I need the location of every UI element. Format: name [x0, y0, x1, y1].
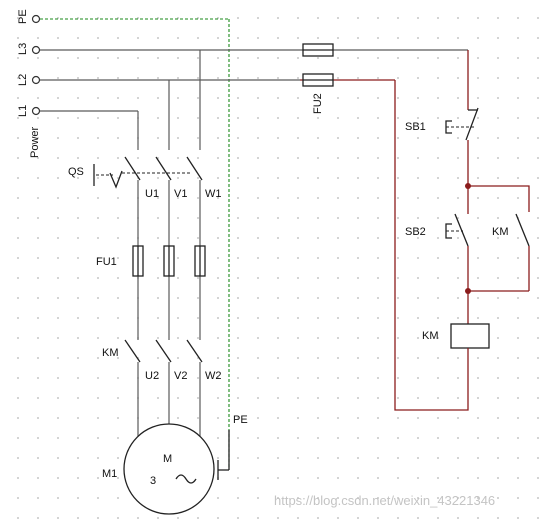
- sb1-contact: [465, 107, 479, 141]
- sb2-contact: [454, 213, 469, 247]
- motor-phases: 3: [150, 475, 156, 487]
- breaker-blade-3: [186, 156, 203, 181]
- motor-ground: PE: [217, 414, 248, 480]
- km-holding-label: KM: [492, 226, 509, 238]
- ac-symbol: [175, 474, 197, 484]
- breaker-blade-1: [124, 156, 141, 181]
- motor-m1: M1 M 3: [102, 423, 215, 515]
- l3-rail-label: L3: [17, 43, 29, 55]
- sb1-label: SB1: [405, 121, 426, 133]
- pe-rail-label: PE: [17, 9, 29, 24]
- motor-letter: M: [163, 453, 172, 465]
- breaker-lock-symbol: [109, 170, 123, 189]
- power-rails: PE L3 L2 L1 Power: [17, 9, 468, 470]
- terminal-v2: V2: [174, 370, 187, 382]
- terminal-u2: U2: [145, 370, 159, 382]
- km-contact-2: [155, 339, 172, 363]
- fuse-group-fu2: FU2: [302, 43, 334, 114]
- power-label: Power: [29, 126, 41, 158]
- l1-rail-label: L1: [17, 105, 29, 117]
- phase-wires-mid: [137, 180, 201, 340]
- breaker-qs: QS U1 V1 W1: [68, 156, 222, 200]
- terminal-w1: W1: [205, 188, 222, 200]
- phase-drops: [137, 50, 201, 150]
- terminal-u1: U1: [145, 188, 159, 200]
- sb2-label: SB2: [405, 226, 426, 238]
- fu2-label: FU2: [312, 93, 324, 114]
- phase-wires-motor: [137, 362, 201, 436]
- fu1-label: FU1: [96, 256, 117, 268]
- km-contact-3: [186, 339, 203, 363]
- breaker-label: QS: [68, 166, 84, 178]
- fuse-group-fu1: FU1: [96, 245, 206, 277]
- breaker-blade-2: [155, 156, 172, 181]
- terminal-w2: W2: [205, 370, 222, 382]
- ctl-branch-upper: [468, 185, 530, 212]
- l1-terminal: [31, 106, 41, 116]
- pe-terminal: [31, 14, 41, 24]
- l2-terminal: [31, 75, 41, 85]
- watermark-url: https://blog.csdn.net/weixin_43221346: [274, 493, 495, 508]
- l2-rail-label: L2: [17, 74, 29, 86]
- motor-housing: [123, 423, 215, 515]
- contactor-km-main: KM U2 V2 W2: [102, 339, 222, 382]
- km-coil: [450, 323, 490, 349]
- km-main-label: KM: [102, 347, 119, 359]
- coil-label: KM: [422, 330, 439, 342]
- km-holding-contact: [515, 213, 530, 247]
- terminal-v1: V1: [174, 188, 187, 200]
- control-circuit: SB1 SB2 KM KM: [394, 50, 530, 411]
- km-contact-1: [124, 339, 141, 363]
- motor-designator: M1: [102, 468, 117, 480]
- ground-label: PE: [233, 414, 248, 426]
- ctl-return-to-l2: [394, 80, 469, 411]
- l3-terminal: [31, 45, 41, 55]
